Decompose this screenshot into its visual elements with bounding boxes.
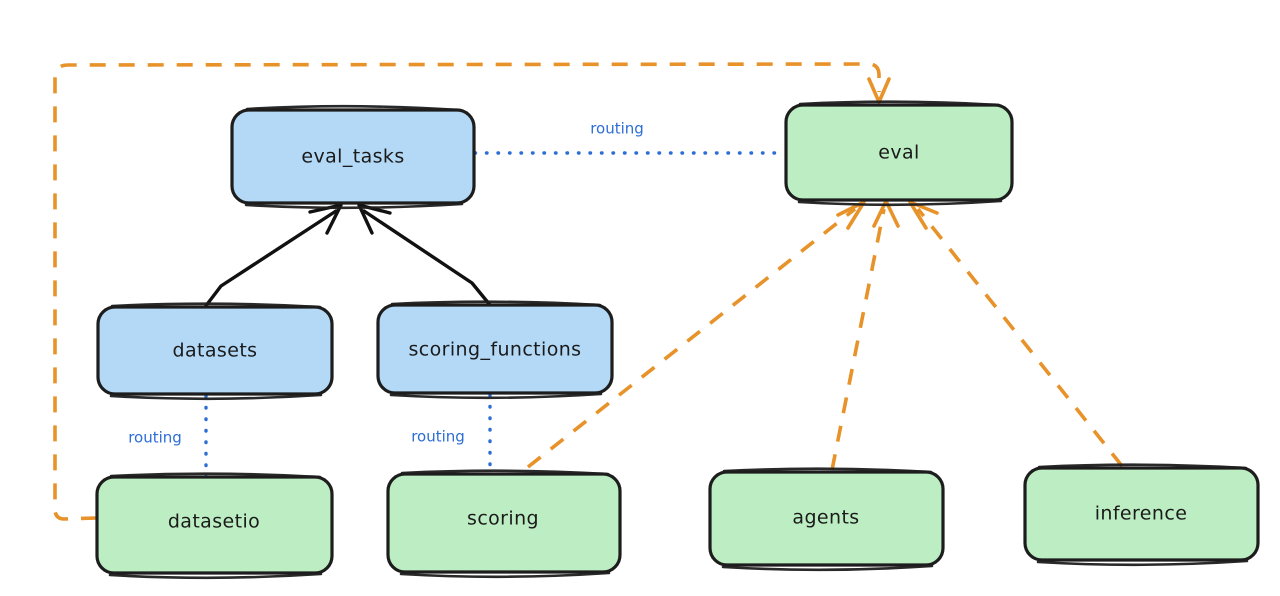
node-scoring-functions[interactable]: scoring_functions — [376, 300, 614, 400]
edge-label-routing-scoring-functions-scoring: routing — [411, 428, 465, 446]
node-label-scoring: scoring — [467, 508, 539, 530]
node-label-datasetio: datasetio — [168, 511, 260, 533]
node-label-eval: eval — [878, 142, 919, 164]
edge-inference-eval — [908, 200, 1124, 468]
node-label-scoring-functions: scoring_functions — [409, 339, 582, 361]
edge-label-routing-eval-tasks-eval: routing — [590, 120, 644, 138]
edge-label-routing-datasets-datasetio: routing — [128, 429, 182, 447]
node-label-eval-tasks: eval_tasks — [301, 146, 404, 168]
node-datasets[interactable]: datasets — [96, 302, 334, 401]
node-label-agents: agents — [792, 507, 859, 529]
node-scoring[interactable]: scoring — [386, 469, 622, 579]
node-agents[interactable]: agents — [708, 467, 945, 572]
node-eval[interactable]: eval — [784, 100, 1014, 207]
node-label-datasets: datasets — [173, 340, 258, 362]
node-datasetio[interactable]: datasetio — [95, 472, 334, 580]
node-inference[interactable]: inference — [1023, 463, 1260, 567]
node-eval-tasks[interactable]: eval_tasks — [230, 104, 476, 210]
node-label-inference: inference — [1095, 503, 1188, 525]
edge-scoring-eval — [526, 200, 866, 469]
edge-scoring-functions-eval_tasks — [357, 203, 492, 307]
edge-datasets-eval_tasks — [203, 203, 343, 309]
